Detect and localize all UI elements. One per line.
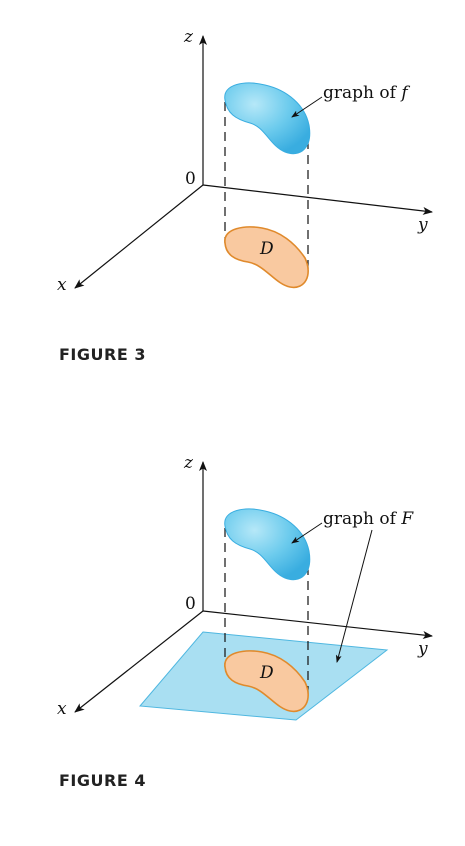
y-axis-label-3: y [417, 215, 428, 235]
region-d-label-3: D [259, 239, 274, 259]
x-axis-label-4: x [57, 699, 67, 719]
y-axis-4 [202, 610, 433, 639]
region-d-3 [224, 226, 309, 289]
region-d-label-4: D [259, 663, 274, 683]
figure-4: z y x 0 D graph of F [57, 453, 433, 721]
figure-3-caption: FIGURE 3 [59, 345, 146, 364]
graph-label-3: graph of f [323, 83, 410, 103]
graph-label-pointer-plane-4 [335, 529, 373, 663]
figure-3: z y x 0 D graph of f [57, 27, 433, 295]
graph-label-4: graph of F [323, 509, 414, 529]
x-axis-3 [74, 184, 204, 289]
graph-label-pointer-3 [291, 96, 323, 118]
graph-label-pointer-surface-4 [291, 522, 323, 544]
x-axis-label-3: x [57, 275, 67, 295]
y-axis-label-4: y [417, 639, 428, 659]
y-axis-3 [202, 184, 433, 215]
origin-label-4: 0 [185, 594, 196, 614]
origin-label-3: 0 [185, 169, 196, 189]
x-axis-4 [74, 610, 204, 713]
z-axis-label-3: z [183, 27, 194, 47]
z-axis-label-4: z [183, 453, 194, 473]
figure-4-caption: FIGURE 4 [59, 771, 146, 790]
graph-surface-3 [224, 82, 311, 155]
region-d-4 [224, 650, 309, 713]
graph-surface-4 [224, 508, 311, 581]
